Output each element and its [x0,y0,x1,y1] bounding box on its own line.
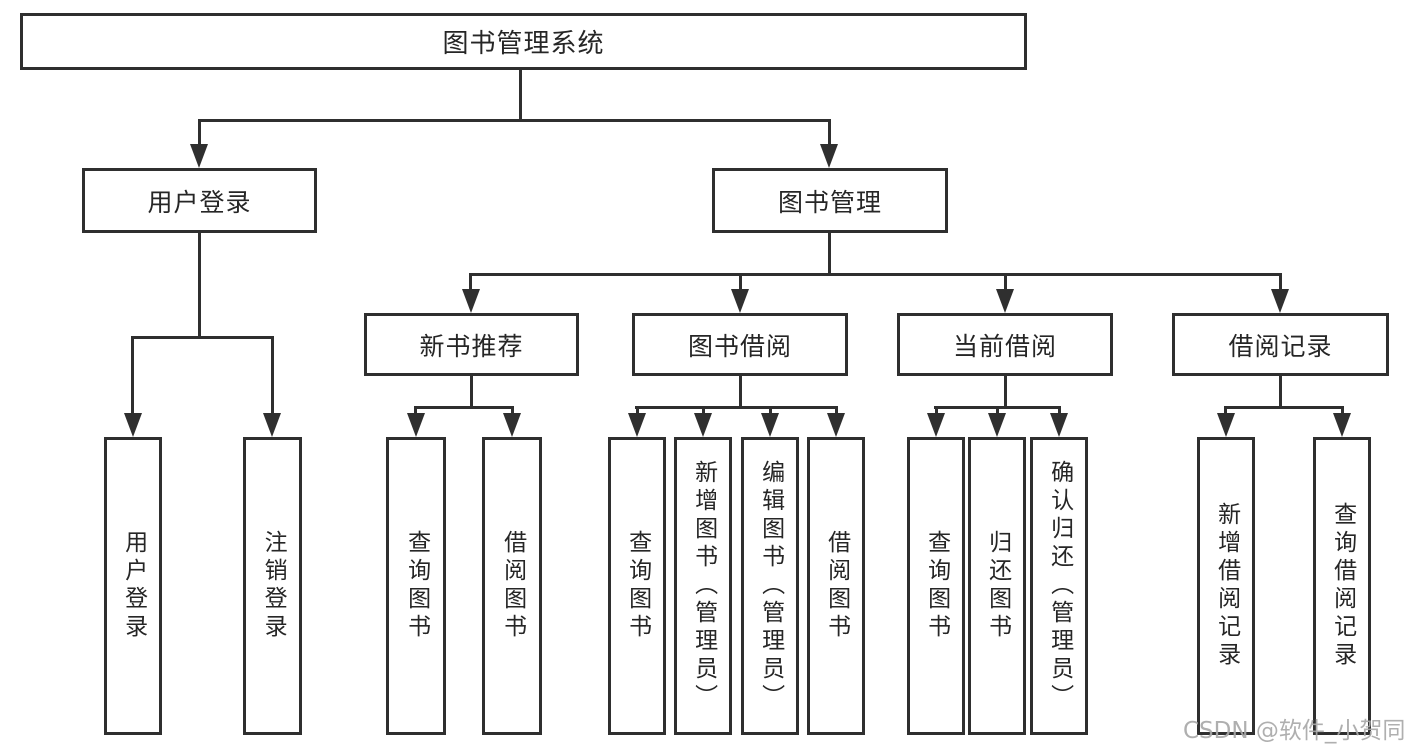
connector-drop-leaf [1341,406,1344,419]
arrow-down-icon [503,413,521,437]
arrow-down-icon [820,144,838,168]
arrow-down-icon [731,289,749,313]
arrow-down-icon [190,144,208,168]
connector-drop-leaf [636,406,639,419]
csdn-watermark: CSDN @软件_小贺同学 [1183,718,1405,744]
arrow-down-icon [827,413,845,437]
arrow-down-icon [1050,413,1068,437]
connector-drop-leaf [702,406,705,419]
leaf-borrow-books-borrowing: 借阅图书 [807,437,865,735]
connector-drop-leaf [131,336,134,419]
connector-user-login-rail [131,336,274,339]
leaf-query-books-recommend: 查询图书 [386,437,446,735]
leaf-add-book-admin: 新增图书（管理员） [674,437,732,735]
connector-level2-rail [198,119,831,122]
leaf-edit-book-admin: 编辑图书（管理员） [741,437,799,735]
connector-recommend-stem [470,376,473,409]
leaf-user-login: 用户登录 [104,437,162,735]
node-user-login-branch: 用户登录 [82,168,317,233]
arrow-down-icon [263,413,281,437]
connector-records-rail [1224,406,1344,409]
connector-borrowing-stem [739,376,742,409]
arrow-down-icon [1271,289,1289,313]
arrow-down-icon [407,413,425,437]
arrow-down-icon [1217,413,1235,437]
connector-root-stem [519,70,522,122]
connector-recommend-rail [414,406,514,409]
leaf-borrow-books-recommend: 借阅图书 [482,437,542,735]
leaf-logout: 注销登录 [243,437,302,735]
connector-borrowing-rail [635,406,838,409]
leaf-query-borrow-record: 查询借阅记录 [1313,437,1371,735]
connector-drop-level3 [1279,273,1282,295]
connector-current-stem [1004,376,1007,409]
arrow-down-icon [996,289,1014,313]
arrow-down-icon [927,413,945,437]
connector-drop-level3 [739,273,742,295]
connector-drop-level3 [469,273,472,295]
connector-level3-rail [469,273,1282,276]
connector-drop-leaf [996,406,999,419]
connector-drop-leaf [835,406,838,419]
connector-book-management-stem [828,233,831,276]
arrow-down-icon [124,413,142,437]
connector-drop-leaf [511,406,514,419]
connector-records-stem [1279,376,1282,409]
connector-drop-user-login [198,119,201,150]
node-new-book-recommendation: 新书推荐 [364,313,579,376]
connector-drop-leaf [769,406,772,419]
connector-drop-leaf [414,406,417,419]
connector-drop-book-management [828,119,831,150]
connector-drop-leaf [935,406,938,419]
connector-drop-leaf [1224,406,1227,419]
arrow-down-icon [988,413,1006,437]
node-current-borrowing: 当前借阅 [897,313,1113,376]
node-book-borrowing: 图书借阅 [632,313,848,376]
arrow-down-icon [462,289,480,313]
connector-drop-leaf [1058,406,1061,419]
leaf-add-borrow-record: 新增借阅记录 [1197,437,1255,735]
leaf-confirm-return-admin: 确认归还（管理员） [1030,437,1088,735]
arrow-down-icon [761,413,779,437]
node-borrowing-records: 借阅记录 [1172,313,1389,376]
arrow-down-icon [628,413,646,437]
node-book-management-branch: 图书管理 [712,168,948,233]
arrow-down-icon [694,413,712,437]
leaf-query-books-borrowing: 查询图书 [608,437,666,735]
connector-user-login-stem [198,233,201,339]
node-library-management-system: 图书管理系统 [20,13,1027,70]
leaf-query-books-current: 查询图书 [907,437,965,735]
arrow-down-icon [1333,413,1351,437]
connector-drop-level3 [1004,273,1007,295]
leaf-return-books: 归还图书 [968,437,1026,735]
connector-drop-leaf [271,336,274,419]
